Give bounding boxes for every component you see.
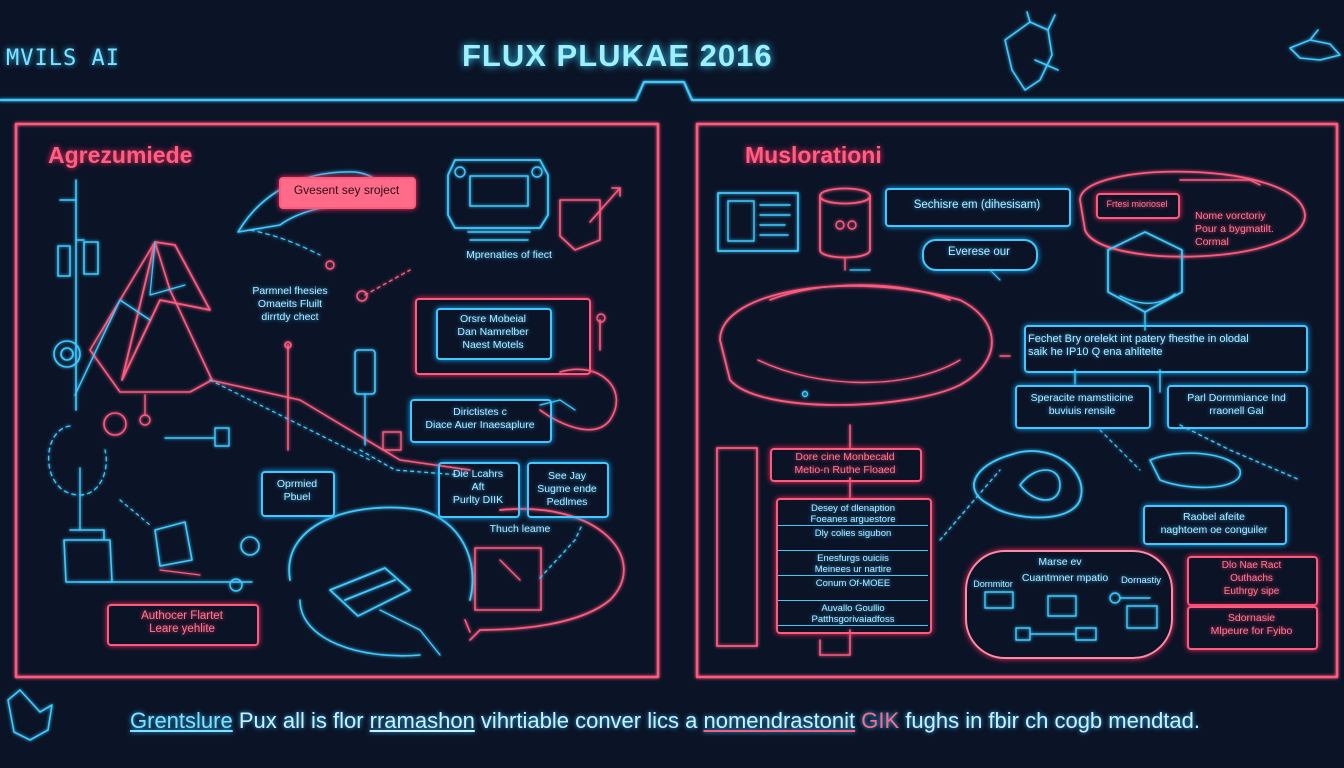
everese-pill <box>922 239 1038 271</box>
note-card-icon <box>559 199 601 251</box>
target-icon <box>53 340 81 368</box>
hexagon-shape <box>1107 231 1183 313</box>
gvesent-box <box>279 177 416 209</box>
top-oval-label: Frtesi mioriosel <box>1106 199 1168 209</box>
parl-box <box>1167 385 1308 429</box>
bottom-left-doodle-icon <box>7 689 53 741</box>
coin-icon <box>240 536 260 556</box>
marse-rounded-panel <box>965 550 1173 659</box>
gvesent-label: Gvesent sey sroject <box>293 183 400 197</box>
orsre-box <box>436 308 552 360</box>
orsre-outer-box <box>415 298 591 375</box>
authocer-box <box>107 604 259 646</box>
list-item: Dly colies sigubon <box>778 527 928 551</box>
dornmitor-label: Dornmitor <box>973 579 1013 589</box>
see-jay-label: See Jay Sugme ende Pedlmes <box>537 470 597 508</box>
brand-logo-text: MVILS AI <box>6 46 120 71</box>
bird-doodle-icon <box>1289 29 1341 61</box>
gear-icon <box>103 412 127 436</box>
left-panel-title: Agrezumiede <box>48 142 193 168</box>
left-panel-frame <box>14 122 660 679</box>
header-divider <box>0 80 1344 102</box>
mountain-shape <box>121 241 211 381</box>
list-item: Conum Of-MOEE <box>778 577 928 601</box>
oprmied-box <box>261 471 335 517</box>
cuantmer-label: Cuantmner mpatio <box>1021 572 1109 584</box>
sechisre-label: Sechisre em (dihesisam) <box>913 199 1041 211</box>
sdornasie-box <box>1187 606 1318 650</box>
dirictistes-label: Dirictistes c Diace Auer Inaesaplure <box>425 406 535 431</box>
die-nae-label: Dlo Nae Ract Outhachs Euthrgy sipe <box>1221 560 1282 597</box>
infinity-loop <box>1019 469 1061 501</box>
top-oval <box>1079 170 1306 258</box>
jar-icon <box>63 529 113 583</box>
barrel-icon <box>154 521 193 567</box>
die-nae-box <box>1187 556 1318 606</box>
oval-shape <box>719 285 993 406</box>
mprenaties-label: Mprenaties of fiect <box>466 249 552 261</box>
oprmied-label: Oprmied Pbuel <box>276 478 318 503</box>
sdornasie-label: Sdornasie Mlpeure for Fyibo <box>1210 612 1293 637</box>
top-oval-box <box>1096 193 1180 219</box>
sechisre-box <box>885 188 1071 227</box>
right-panel-title: Muslorationi <box>745 142 882 168</box>
list-box <box>776 498 932 634</box>
page-title: FLUX PLUKAE 2016 <box>462 38 773 73</box>
caption-part-3: rramashon <box>369 708 475 733</box>
raobel-label: Raobel afeite naghtoem oe conguiler <box>1160 511 1268 536</box>
nome-label: Nome vorctoriy Pour a bygmatilt. Cormal <box>1195 210 1274 248</box>
caption-part-1: Grentslure <box>130 708 233 733</box>
caption-part-4: vihrtiable conver lics a <box>474 708 704 733</box>
caption-part-5: nomendrastonit <box>703 708 856 733</box>
parmnel-label: Parmnel fhesies Omaeits Fluilt dirrtdy c… <box>252 285 328 323</box>
fechet-label: Fechet Bry orelekt int patery fhesthe in… <box>1028 333 1249 358</box>
caption-part-8: fughs in fbir ch cogb mendtad. <box>899 708 1201 733</box>
robot-doodle-icon <box>1004 11 1059 91</box>
document-icon <box>717 192 799 252</box>
bottom-caption: Grentslure Pux all is flor rramashon vih… <box>130 708 1200 734</box>
parl-label: Parl Dormmiance Ind rraonell Gal <box>1187 392 1286 417</box>
right-panel-frame <box>695 122 1339 679</box>
die-lcahrs-label: Die Lcahrs Aft Purlty DIIK <box>452 468 504 506</box>
authocer-label: Authocer Flartet Leare yehlite <box>141 610 223 635</box>
dore-box <box>770 448 922 482</box>
caption-part-2: Pux all is flor <box>232 708 370 733</box>
dirictistes-box <box>410 399 552 443</box>
everese-label: Everese our <box>947 246 1010 258</box>
orsre-label: Orsre Mobeial Dan Namrelber Naest Motels <box>457 313 529 351</box>
dornastiy-label: Dornastiy <box>1120 575 1162 586</box>
list-item: Desey of dlenaption Foeanes arguestore <box>778 502 928 526</box>
vertical-bar <box>716 447 758 647</box>
database-icon <box>819 187 871 259</box>
speracite-label: Speracite mamstiicine buviuis rensile <box>1030 392 1134 417</box>
thuch-label: Thuch leame <box>489 523 551 535</box>
slider-icon <box>57 245 71 277</box>
dore-label: Dore cine Monbecald Metio-n Ruthe Floaed <box>794 451 896 476</box>
device-icon <box>447 159 549 229</box>
die-lcahrs-box <box>438 462 520 518</box>
list-item: Auvallo Goullio Patthsgorivaiadfoss <box>778 602 928 626</box>
raobel-box <box>1143 505 1287 545</box>
pin-icon <box>596 313 606 323</box>
list-item: Enesfurgs ouiciis Meinees ur nartire <box>778 552 928 576</box>
speracite-box <box>1015 385 1151 429</box>
diagram-box <box>474 547 542 611</box>
remote-icon <box>354 349 376 395</box>
fechet-box <box>1024 325 1308 373</box>
laptop-icon <box>329 567 411 617</box>
see-jay-box <box>527 462 609 518</box>
marse-label: Marse ev <box>1038 556 1082 568</box>
caption-part-7: GIK <box>861 708 900 733</box>
